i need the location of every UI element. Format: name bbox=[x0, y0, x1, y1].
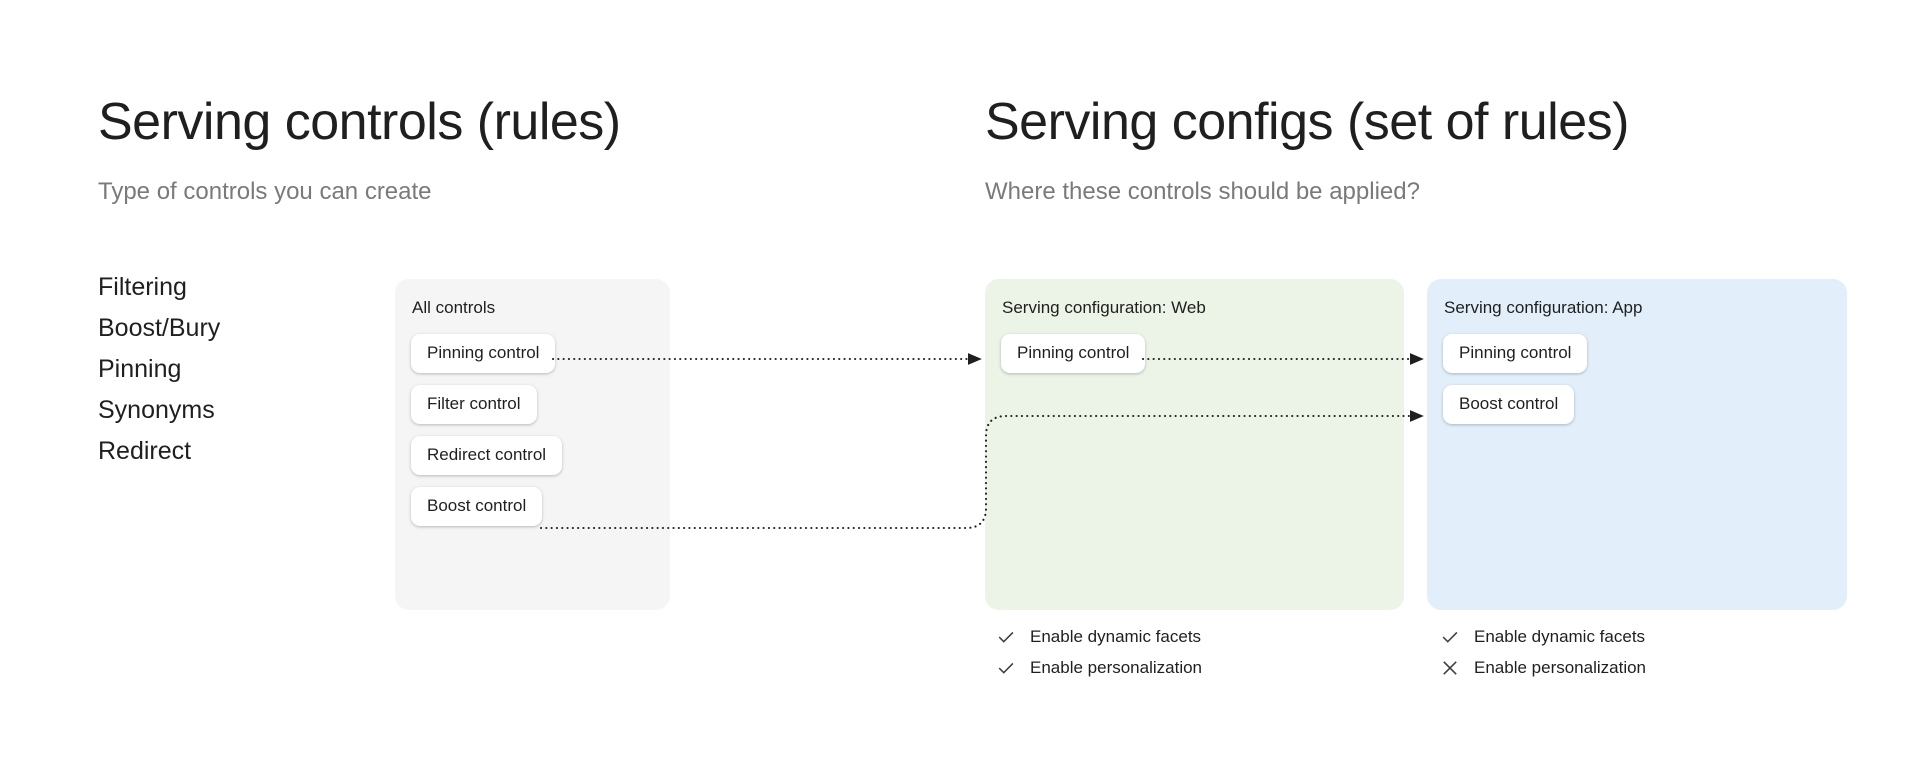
chip-list: Pinning control Filter control Redirect … bbox=[411, 334, 563, 526]
option-label: Enable personalization bbox=[1030, 658, 1203, 677]
chip-pinning-control[interactable]: Pinning control bbox=[1001, 334, 1146, 373]
option-row-enable-dynamic-facets[interactable]: Enable dynamic facets bbox=[996, 626, 1202, 648]
list-item: Pinning bbox=[98, 355, 182, 383]
check-icon bbox=[998, 662, 1014, 674]
list-item: Boost/Bury bbox=[98, 314, 221, 342]
option-label: Enable dynamic facets bbox=[1474, 627, 1646, 646]
left-column-title: Serving controls (rules) bbox=[98, 93, 621, 151]
option-row-enable-personalization[interactable]: Enable personalization bbox=[996, 657, 1202, 679]
left-column-subtitle: Type of controls you can create bbox=[98, 178, 432, 205]
chip-pinning-control[interactable]: Pinning control bbox=[1443, 334, 1588, 373]
panel-serving-config-app: Serving configuration: App Pinning contr… bbox=[1427, 279, 1847, 610]
option-row-enable-personalization[interactable]: Enable personalization bbox=[1440, 657, 1646, 679]
panel-title: All controls bbox=[412, 298, 496, 317]
chip-pinning-control[interactable]: Pinning control bbox=[411, 334, 556, 373]
option-label: Enable dynamic facets bbox=[1030, 627, 1202, 646]
chip-boost-control[interactable]: Boost control bbox=[411, 487, 543, 526]
option-row-enable-dynamic-facets[interactable]: Enable dynamic facets bbox=[1440, 626, 1646, 648]
option-label: Enable personalization bbox=[1474, 658, 1647, 677]
panel-all-controls: All controls Pinning control Filter cont… bbox=[395, 279, 670, 610]
cross-icon bbox=[1443, 661, 1457, 675]
chip-filter-control[interactable]: Filter control bbox=[411, 385, 537, 424]
list-item: Synonyms bbox=[98, 396, 215, 424]
right-column-title: Serving configs (set of rules) bbox=[985, 93, 1629, 151]
chip-redirect-control[interactable]: Redirect control bbox=[411, 436, 563, 475]
chip-list: Pinning control Boost control bbox=[1443, 334, 1588, 424]
right-column-subtitle: Where these controls should be applied? bbox=[985, 178, 1420, 205]
check-icon bbox=[1442, 631, 1458, 643]
option-list-web: Enable dynamic facets Enable personaliza… bbox=[996, 626, 1202, 679]
panel-serving-config-web: Serving configuration: Web Pinning contr… bbox=[985, 279, 1404, 610]
option-list-app: Enable dynamic facets Enable personaliza… bbox=[1440, 626, 1646, 679]
control-type-list: Filtering Boost/Bury Pinning Synonyms Re… bbox=[98, 272, 220, 467]
chip-list: Pinning control bbox=[1001, 334, 1146, 373]
panel-title: Serving configuration: App bbox=[1444, 298, 1643, 317]
check-icon bbox=[998, 631, 1014, 643]
panel-title: Serving configuration: Web bbox=[1002, 298, 1206, 317]
list-item: Redirect bbox=[98, 437, 192, 465]
chip-boost-control[interactable]: Boost control bbox=[1443, 385, 1575, 424]
list-item: Filtering bbox=[98, 273, 187, 301]
